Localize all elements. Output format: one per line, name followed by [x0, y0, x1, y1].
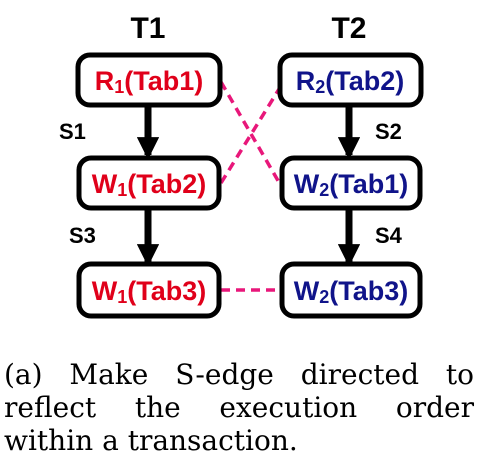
svg-text:R1(Tab1): R1(Tab1): [95, 66, 204, 97]
s-edge-label-s1: S1: [59, 119, 86, 144]
conflict-edge-w1-r2: [219, 80, 286, 184]
s-edge-label-s4: S4: [375, 223, 403, 248]
svg-text:W1(Tab3): W1(Tab3): [92, 276, 207, 307]
node-w1-tab2: W1(Tab2): [76, 155, 222, 211]
node-w2-tab1: W2(Tab1): [279, 155, 423, 211]
svg-text:W1(Tab2): W1(Tab2): [92, 169, 207, 200]
figure-caption: (a) Make S-edge directed to reflect the …: [4, 358, 474, 457]
node-r2-tab2: R2(Tab2): [277, 52, 424, 108]
transaction-diagram: T1 T2 S1 S3 S2 S4 R1(Tab1) W1(Tab2) W1(T…: [59, 12, 424, 319]
s-edge-label-s3: S3: [69, 223, 96, 248]
node-r1-tab1: R1(Tab1): [75, 52, 223, 108]
column-title-t1: T1: [130, 12, 165, 45]
s-edge-label-s2: S2: [375, 119, 402, 144]
node-w2-tab3: W2(Tab3): [279, 261, 423, 319]
s-edges: [136, 103, 361, 267]
svg-text:W2(Tab1): W2(Tab1): [294, 169, 409, 200]
svg-text:R2(Tab2): R2(Tab2): [296, 66, 405, 97]
conflict-edge-r1-w2: [219, 81, 286, 192]
conflict-edges: [219, 80, 286, 292]
node-w1-tab3: W1(Tab3): [76, 261, 222, 319]
svg-text:W2(Tab3): W2(Tab3): [294, 276, 409, 307]
column-title-t2: T2: [331, 12, 366, 45]
